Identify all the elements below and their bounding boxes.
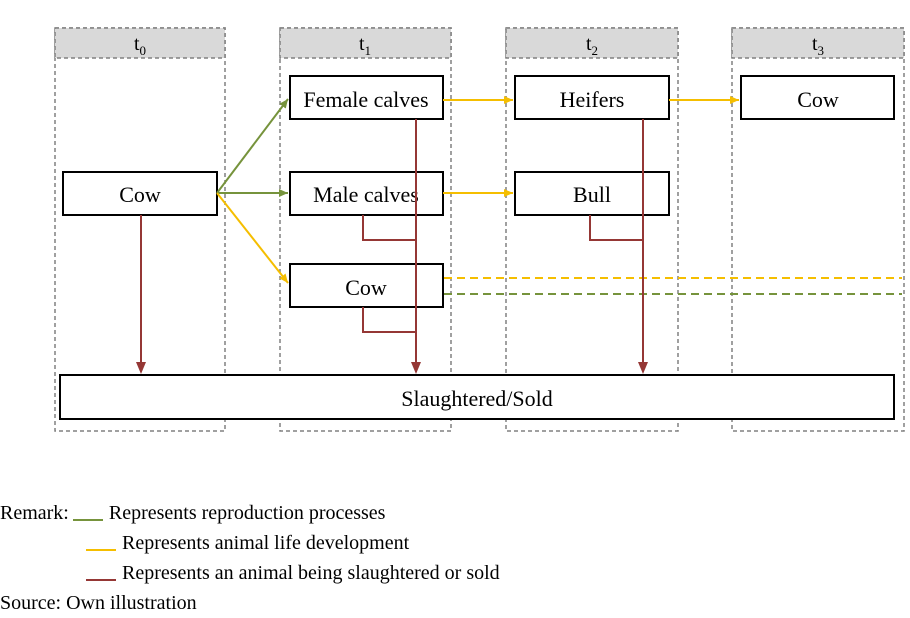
legend-slaughtered-text: Represents an animal being slaughtered o… [122,562,500,584]
box-male-calves: Male calves [289,171,444,216]
box-cow-t1: Cow [289,263,444,308]
period-column-t1: t1 [279,27,452,432]
period-label-t0: t0 [134,33,146,58]
box-slaughtered-sold: Slaughtered/Sold [59,374,895,420]
box-cow-t3: Cow [740,75,895,120]
slaughter-lines [136,119,648,374]
svg-text:Cow: Cow [119,182,161,207]
box-cow-t0: Cow [62,171,218,216]
box-heifers: Heifers [514,75,670,120]
legend-reproduction-text: Represents reproduction processes [108,502,386,524]
legend-slaughtered: Represents an animal being slaughtered o… [82,562,500,584]
flow-diagram: t0 t1 t2 t3 Cow Female calves Male calve… [54,27,905,432]
period-label-t3: t3 [812,33,824,58]
legend-remark-label: Remark: [0,502,69,524]
period-column-t3: t3 [731,27,905,432]
svg-text:Slaughtered/Sold: Slaughtered/Sold [401,386,553,411]
source-note: Source: Own illustration [0,592,197,614]
arrow-cow-to-female-calves [216,98,289,194]
period-column-t2: t2 [505,27,679,432]
period-label-t2: t2 [586,33,598,58]
svg-text:Female calves: Female calves [303,87,428,112]
legend-red-swatch [86,579,116,582]
legend-yellow-swatch [86,549,116,552]
svg-text:Cow: Cow [345,275,387,300]
svg-text:Cow: Cow [797,87,839,112]
period-label-t1: t1 [359,33,371,58]
legend-life-development: Represents animal life development [82,532,409,554]
arrow-cow-to-cow-t1 [216,192,289,284]
period-column-t0: t0 [54,27,226,432]
legend-reproduction: Remark: Represents reproduction processes [0,502,385,524]
svg-text:Heifers: Heifers [560,87,625,112]
legend-life-development-text: Represents animal life development [122,532,410,554]
svg-text:Male calves: Male calves [313,182,419,207]
box-female-calves: Female calves [289,75,444,120]
box-bull: Bull [514,171,670,216]
legend-green-swatch [72,519,103,522]
svg-text:Bull: Bull [573,182,611,207]
